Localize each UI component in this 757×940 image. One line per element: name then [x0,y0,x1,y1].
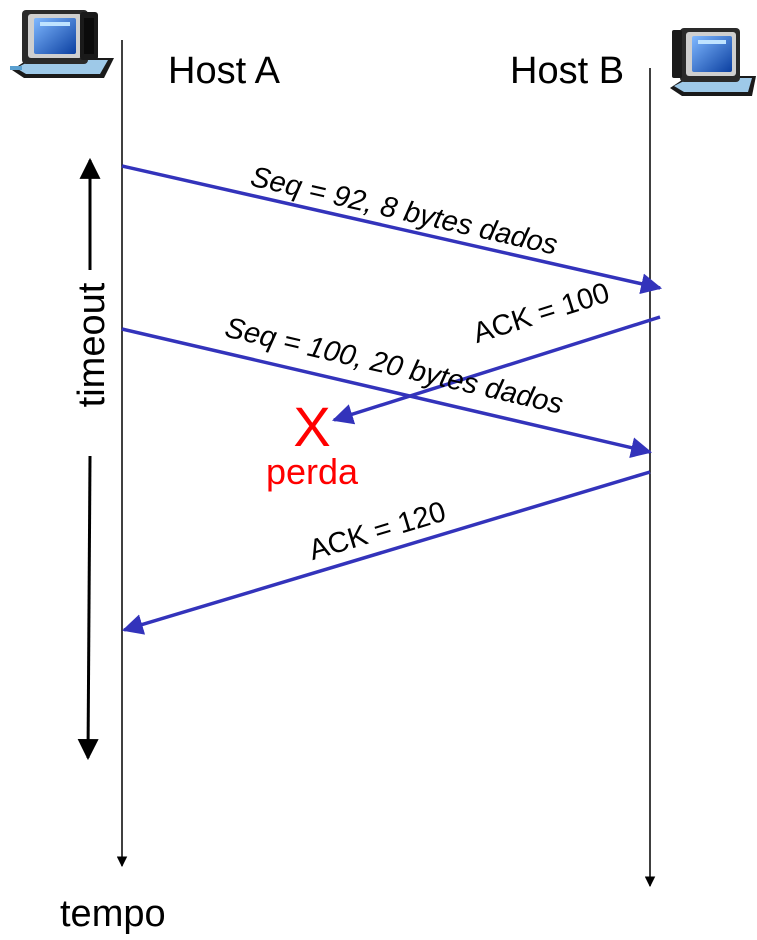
segment-seq-100-arrow [121,327,653,458]
segment-seq-92-arrow [121,164,663,295]
loss-label: perda [266,451,359,492]
timeout-label: timeout [71,282,113,407]
host-a-computer-icon [10,10,114,78]
ack-120-arrow [121,470,651,635]
host-a-label: Host A [168,50,281,92]
timeout-arrow-down [77,455,99,761]
segment-seq-92-label: Seq = 92, 8 bytes dados [248,161,561,262]
host-b-computer-icon [670,28,756,96]
ack-100-arrow [331,315,661,425]
host-b-label: Host B [510,50,624,92]
loss-x-mark: X [293,395,330,458]
ack-120-label: ACK = 120 [305,496,449,567]
time-axis-label: tempo [60,893,166,935]
